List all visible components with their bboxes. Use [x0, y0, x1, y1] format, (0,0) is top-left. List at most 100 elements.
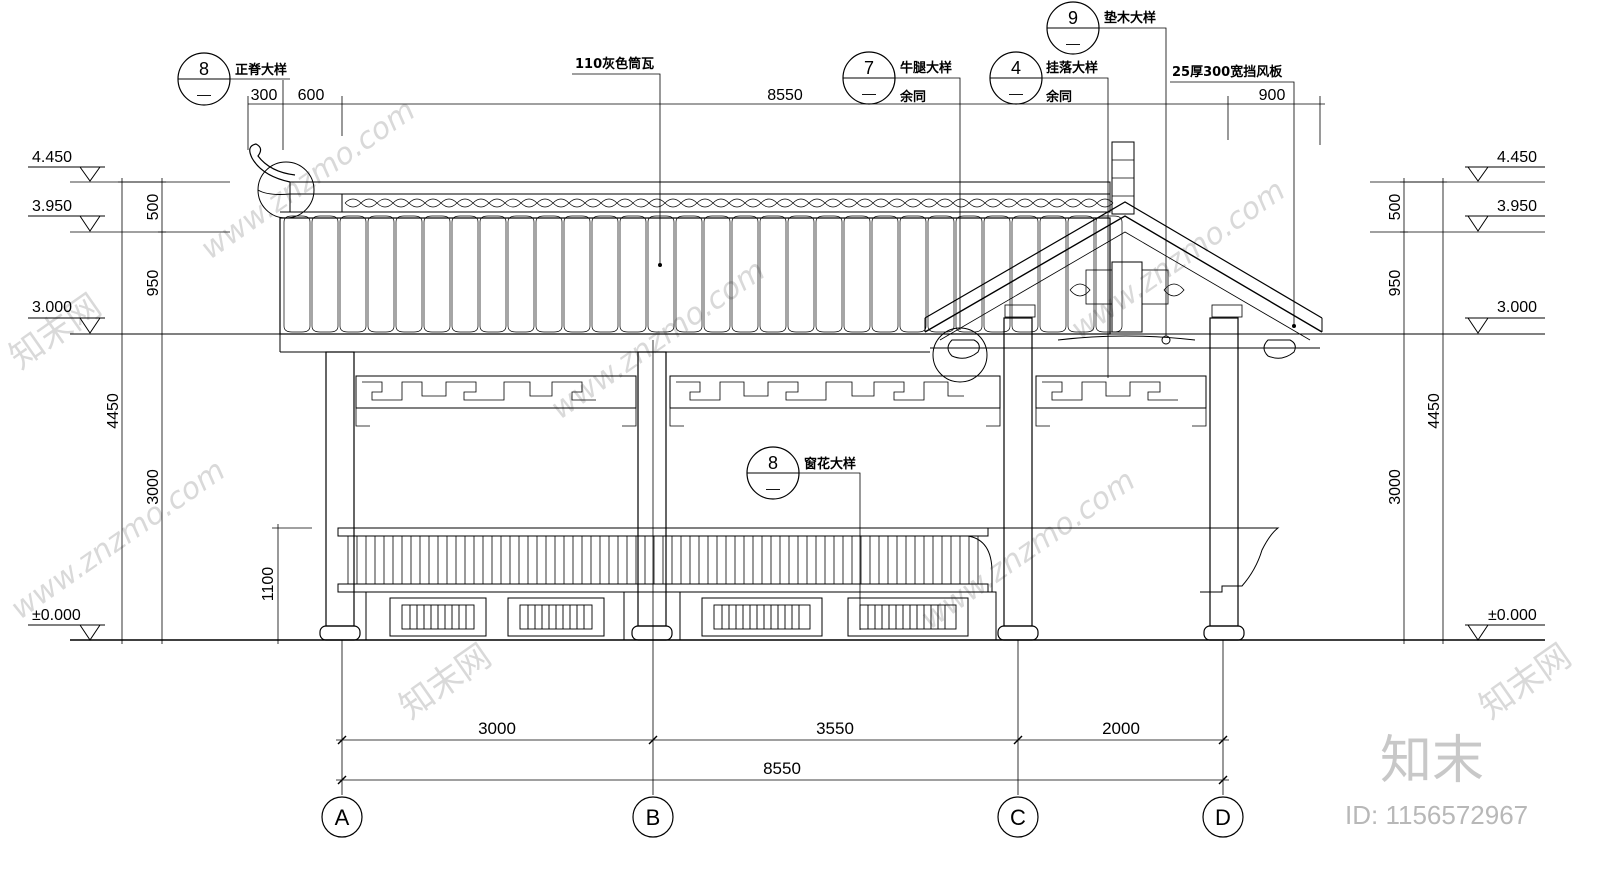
column-c — [997, 317, 1039, 641]
callout-hanging-sheet: — — [1009, 85, 1023, 101]
watermark-layer: www.znzmo.com www.znzmo.com www.znzmo.co… — [2, 93, 1578, 728]
railing — [337, 527, 1280, 593]
columns — [319, 317, 1245, 641]
detail-circles — [257, 161, 1171, 383]
callout-window-sheet: — — [766, 480, 780, 496]
callout-block-label: 垫木大样 — [1104, 10, 1156, 26]
window-frame-inner — [713, 604, 811, 630]
callout-hanging-note: 余同 — [1045, 89, 1072, 105]
callout-ridge-label: 正脊大样 — [235, 62, 287, 78]
left-level-marks: 4.450 3.950 3.000 ±0.000 — [28, 149, 105, 641]
level-mark-top-left: 4.450 — [28, 149, 105, 182]
dim-bottom-cd: 2000 — [1102, 719, 1140, 738]
callout-bracket-number: 7 — [864, 58, 874, 78]
level-label-top-right: 4.450 — [1497, 149, 1537, 166]
lower-panels — [365, 591, 997, 641]
tile-ridge — [815, 215, 843, 333]
level-label-eave-left: 3.950 — [32, 198, 72, 215]
tile-ridge — [535, 215, 563, 333]
brand-logo: 知末 — [1380, 731, 1484, 791]
tile-ridge — [1067, 215, 1095, 333]
tile-ridge — [927, 215, 955, 333]
dim-bottom-total: 8550 — [763, 759, 801, 778]
callout-bracket-note: 余同 — [899, 89, 926, 105]
dim-right-500: 500 — [1387, 194, 1404, 221]
brand-id: ID: 1156572967 — [1345, 800, 1528, 830]
callout-tile: 110灰色筒瓦 — [572, 56, 662, 267]
callout-ridge-sheet: — — [197, 86, 211, 102]
left-dimension-chain: 500 950 3000 4450 1100 — [105, 178, 312, 644]
right-dimension-chain: 500 950 3000 4450 — [1387, 178, 1447, 644]
watermark-site-1: www.znzmo.com — [195, 93, 422, 267]
dim-top-300: 300 — [251, 87, 278, 104]
right-level-marks: 4.450 3.950 3.000 ±0.000 — [1465, 149, 1545, 641]
tile-ridge — [283, 215, 311, 333]
dim-right-3000: 3000 — [1387, 469, 1404, 505]
tile-ridge — [339, 215, 367, 333]
callout-ridge: 8 — 正脊大样 — [177, 52, 290, 106]
axis-label-a: A — [335, 805, 350, 830]
axis-label-b: B — [646, 805, 661, 830]
dim-right-950: 950 — [1387, 270, 1404, 297]
tile-ridge — [619, 215, 647, 333]
callout-board: 25厚300宽挡风板 — [1170, 64, 1296, 328]
ground-and-beam-lines — [70, 181, 1545, 641]
annotation-tile: 110灰色筒瓦 — [575, 56, 654, 72]
level-mark-beam-left: 3.000 — [28, 299, 105, 334]
axis-label-c: C — [1010, 805, 1026, 830]
callout-window-label: 窗花大样 — [804, 456, 856, 472]
watermark-brand-3: 知末网 — [1472, 636, 1578, 727]
level-mark-beam-right: 3.000 — [1465, 299, 1545, 334]
tile-ridge — [899, 215, 927, 333]
callout-block-number: 9 — [1068, 8, 1078, 28]
level-label-beam-left: 3.000 — [32, 299, 72, 316]
callout-bracket-label: 牛腿大样 — [900, 60, 952, 76]
tile-ridge — [563, 215, 591, 333]
callout-hanging-number: 4 — [1011, 58, 1021, 78]
callout-ridge-number: 8 — [199, 59, 209, 79]
dim-left-950: 950 — [145, 270, 162, 297]
tile-ridge — [395, 215, 423, 333]
watermark-brand-2: 知末网 — [392, 636, 498, 727]
bottom-dimensions: 3000 3550 2000 8550 — [336, 719, 1229, 785]
tile-ridge — [591, 215, 619, 333]
callout-block-sheet: — — [1066, 35, 1080, 51]
tile-ridge — [675, 215, 703, 333]
level-mark-eave-right: 3.950 — [1465, 198, 1545, 232]
dim-left-3000: 3000 — [145, 469, 162, 505]
callout-bracket: 7 — 牛腿大样 余同 — [842, 51, 961, 330]
dim-top-8550: 8550 — [767, 87, 803, 104]
callout-hanging: 4 — 挂落大样 余同 — [989, 51, 1109, 378]
callout-window-number: 8 — [768, 453, 778, 473]
level-mark-top-right: 4.450 — [1465, 149, 1545, 182]
gable-roof — [924, 201, 1323, 359]
tile-ridge — [311, 215, 339, 333]
tile-ridge — [787, 215, 815, 333]
dim-bottom-bc: 3550 — [816, 719, 854, 738]
top-dimensions: 300 600 8550 900 — [247, 80, 1325, 150]
callout-hanging-label: 挂落大样 — [1046, 60, 1098, 76]
tile-ridge — [1011, 215, 1039, 333]
dim-left-1100: 1100 — [260, 567, 277, 602]
column-d — [1203, 317, 1245, 641]
tile-ridge — [479, 215, 507, 333]
level-label-top-left: 4.450 — [32, 149, 72, 166]
dim-left-500: 500 — [145, 194, 162, 221]
level-label-ground-right: ±0.000 — [1488, 607, 1537, 624]
hanging-frets — [355, 375, 1207, 427]
dim-right-4450: 4450 — [1426, 393, 1443, 429]
level-mark-eave-left: 3.950 — [28, 198, 105, 232]
tile-ridge — [507, 215, 535, 333]
tile-ridge — [703, 215, 731, 333]
tile-ridge — [647, 215, 675, 333]
axis-label-d: D — [1215, 805, 1231, 830]
callouts: 8 — 正脊大样 110灰色筒瓦 7 — 牛腿大样 余同 4 — 挂落大样 — [177, 1, 1296, 630]
tile-ridge — [423, 215, 451, 333]
callout-block: 9 — 垫木大样 — [1046, 1, 1167, 336]
main-roof — [249, 141, 1135, 353]
level-label-beam-right: 3.000 — [1497, 299, 1537, 316]
callout-bracket-sheet: — — [862, 85, 876, 101]
tile-ridge — [759, 215, 787, 333]
level-label-eave-right: 3.950 — [1497, 198, 1537, 215]
